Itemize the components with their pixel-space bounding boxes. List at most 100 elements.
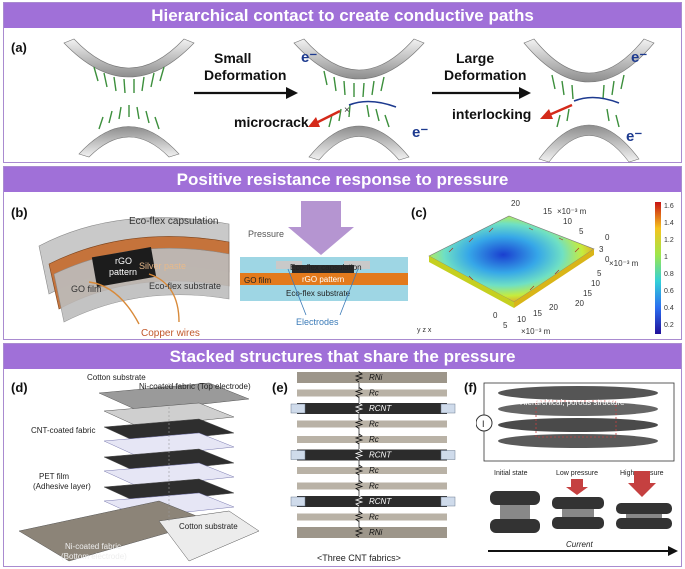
exploded-fabric-stack: Cotton substrate Ni-coated fabric (Top e… — [18, 373, 260, 562]
panel-label-b: (b) — [11, 205, 28, 220]
right-unit: ×10⁻³ m — [609, 259, 639, 268]
right-tick-4: 10 — [591, 279, 600, 288]
resistor-label: Rc — [369, 482, 379, 491]
right-tick-6: 20 — [575, 299, 584, 308]
top-tick-1: 15 — [543, 207, 552, 216]
bottom-tick-3: 15 — [533, 309, 542, 318]
panel-label-e: (e) — [272, 380, 288, 395]
resistor-symbol — [354, 526, 364, 538]
sensor-layers-3d: Eco-flex capsulation rGO pattern Silver … — [38, 216, 230, 339]
copper-label: Copper wires — [141, 328, 200, 339]
cbar-tick-3: 1 — [664, 254, 668, 261]
pressure-label: Pressure — [248, 229, 284, 239]
small-deformation-label-2: Deformation — [204, 67, 286, 83]
substrate-label: Eco-flex substrate — [149, 281, 221, 291]
svg-text:×: × — [344, 105, 350, 116]
section-title: Hierarchical contact to create conductiv… — [4, 3, 681, 28]
right-tick-1: 3 — [599, 245, 604, 254]
bottom-tick-0: 0 — [493, 311, 498, 320]
resistor-label: Rc — [369, 466, 379, 475]
pet-film-pad — [290, 496, 306, 507]
pet-film-pad — [290, 403, 306, 414]
cnt-fabric-layer — [297, 496, 447, 507]
top-tick-3: 5 — [579, 227, 584, 236]
cbar-tick-5: 0.6 — [664, 288, 674, 295]
right-tick-5: 15 — [583, 289, 592, 298]
cnt-fabric-layer — [297, 449, 447, 461]
panel-label-f: (f) — [464, 380, 477, 395]
cbar-tick-1: 1.4 — [664, 220, 674, 227]
ni-fabric-layer — [297, 372, 447, 383]
cbar-tick-7: 0.2 — [664, 322, 674, 329]
rgo-label-2: pattern — [109, 267, 137, 277]
silver-label: Silver paste — [139, 261, 186, 271]
resistor-symbol — [354, 495, 364, 507]
resistor-symbol — [354, 464, 364, 476]
bottom-unit: ×10⁻³ m — [521, 327, 551, 336]
right-tick-2: 0 — [605, 255, 610, 264]
resistor-label: Rc — [369, 389, 379, 398]
d-cnt-label: CNT-coated fabric — [31, 426, 95, 435]
resistor-label: Rc — [369, 513, 379, 522]
resistor-symbol — [354, 511, 364, 522]
resistor-symbol — [354, 433, 364, 445]
cs-rgo-label: rGO pattern — [302, 275, 344, 284]
resistor-label: Rc — [369, 420, 379, 429]
panel-label-c: (c) — [411, 205, 427, 220]
d-ni-bottom-label-2: (Bottom electrode) — [61, 552, 127, 561]
contact-layer — [297, 420, 447, 428]
small-deformation-label-1: Small — [214, 50, 251, 66]
cs-capsulation-label: Eco-flex capsulation — [290, 263, 362, 272]
cs-substrate-label: Eco-flex substrate — [286, 289, 351, 298]
contact-illustration: Small Deformation microcrack × e⁻ e⁻ — [63, 38, 655, 163]
arches-small-deformation: × — [293, 38, 425, 161]
high-pressure-arrow — [628, 471, 656, 497]
d-ni-bottom-label-1: Ni-coated fabric — [65, 542, 121, 551]
low-label: Low pressure — [556, 470, 598, 477]
top-tick-0: 20 — [511, 199, 520, 208]
d-pet-label-1: PET film — [39, 472, 69, 481]
arches-initial — [63, 38, 195, 158]
cbar-tick-4: 0.8 — [664, 271, 674, 278]
panel-label-a: (a) — [11, 40, 27, 55]
cbar-tick-6: 0.4 — [664, 305, 674, 312]
section-title: Positive resistance response to pressure — [4, 167, 681, 192]
initial-state-model — [490, 491, 540, 533]
large-deformation-label-2: Deformation — [444, 67, 526, 83]
resistor-symbol — [354, 387, 364, 398]
porous-label: Hierarchical, porous structure — [520, 398, 625, 407]
resistor-label: RNi — [369, 528, 383, 537]
d-ni-top-label: Ni-coated fabric (Top electrode) — [139, 382, 251, 391]
resistor-symbol — [354, 449, 364, 460]
bottom-tick-4: 20 — [549, 303, 558, 312]
panel-stacked-structures: Stacked structures that share the pressu… — [3, 343, 682, 567]
top-tick-2: 10 — [563, 217, 572, 226]
e-caption: <Three CNT fabrics> — [317, 553, 401, 563]
contact-layer — [297, 482, 447, 490]
electron-top-2: e⁻ — [301, 49, 317, 66]
pet-film-pad — [440, 496, 456, 507]
capsulation-label: Eco-flex capsulation — [129, 216, 219, 227]
section-title: Stacked structures that share the pressu… — [4, 344, 681, 369]
cbar-tick-0: 1.6 — [664, 203, 674, 210]
colorbar — [655, 202, 661, 334]
electron-top-3: e⁻ — [631, 49, 647, 66]
meter-label: I — [482, 419, 485, 429]
d-pet-label-2: (Adhesive layer) — [33, 482, 91, 491]
arrow-small-deformation — [194, 87, 298, 99]
sensor-cross-section: Pressure Eco-flex capsulation rGO patter… — [240, 201, 408, 327]
contact-layer — [297, 513, 447, 521]
large-deformation-label-1: Large — [456, 50, 494, 66]
electron-bottom-3: e⁻ — [626, 128, 642, 145]
ni-fabric-layer — [297, 527, 447, 538]
resistor-label: RNi — [369, 373, 383, 382]
right-tick-3: 5 — [597, 269, 602, 278]
electron-bottom-2: e⁻ — [412, 124, 428, 141]
pressure-simulation-map: 20 15 10 5 ×10⁻³ m 0 3 0 ×10⁻³ m 5 10 15… — [417, 199, 674, 336]
axis-triad: y z x — [417, 327, 432, 334]
cnt-fabric-layer — [297, 403, 447, 414]
low-pressure-model — [552, 497, 604, 529]
go-film-label: GO film — [71, 284, 102, 294]
resistor-symbol — [354, 371, 364, 383]
cbar-tick-2: 1.2 — [664, 237, 674, 244]
